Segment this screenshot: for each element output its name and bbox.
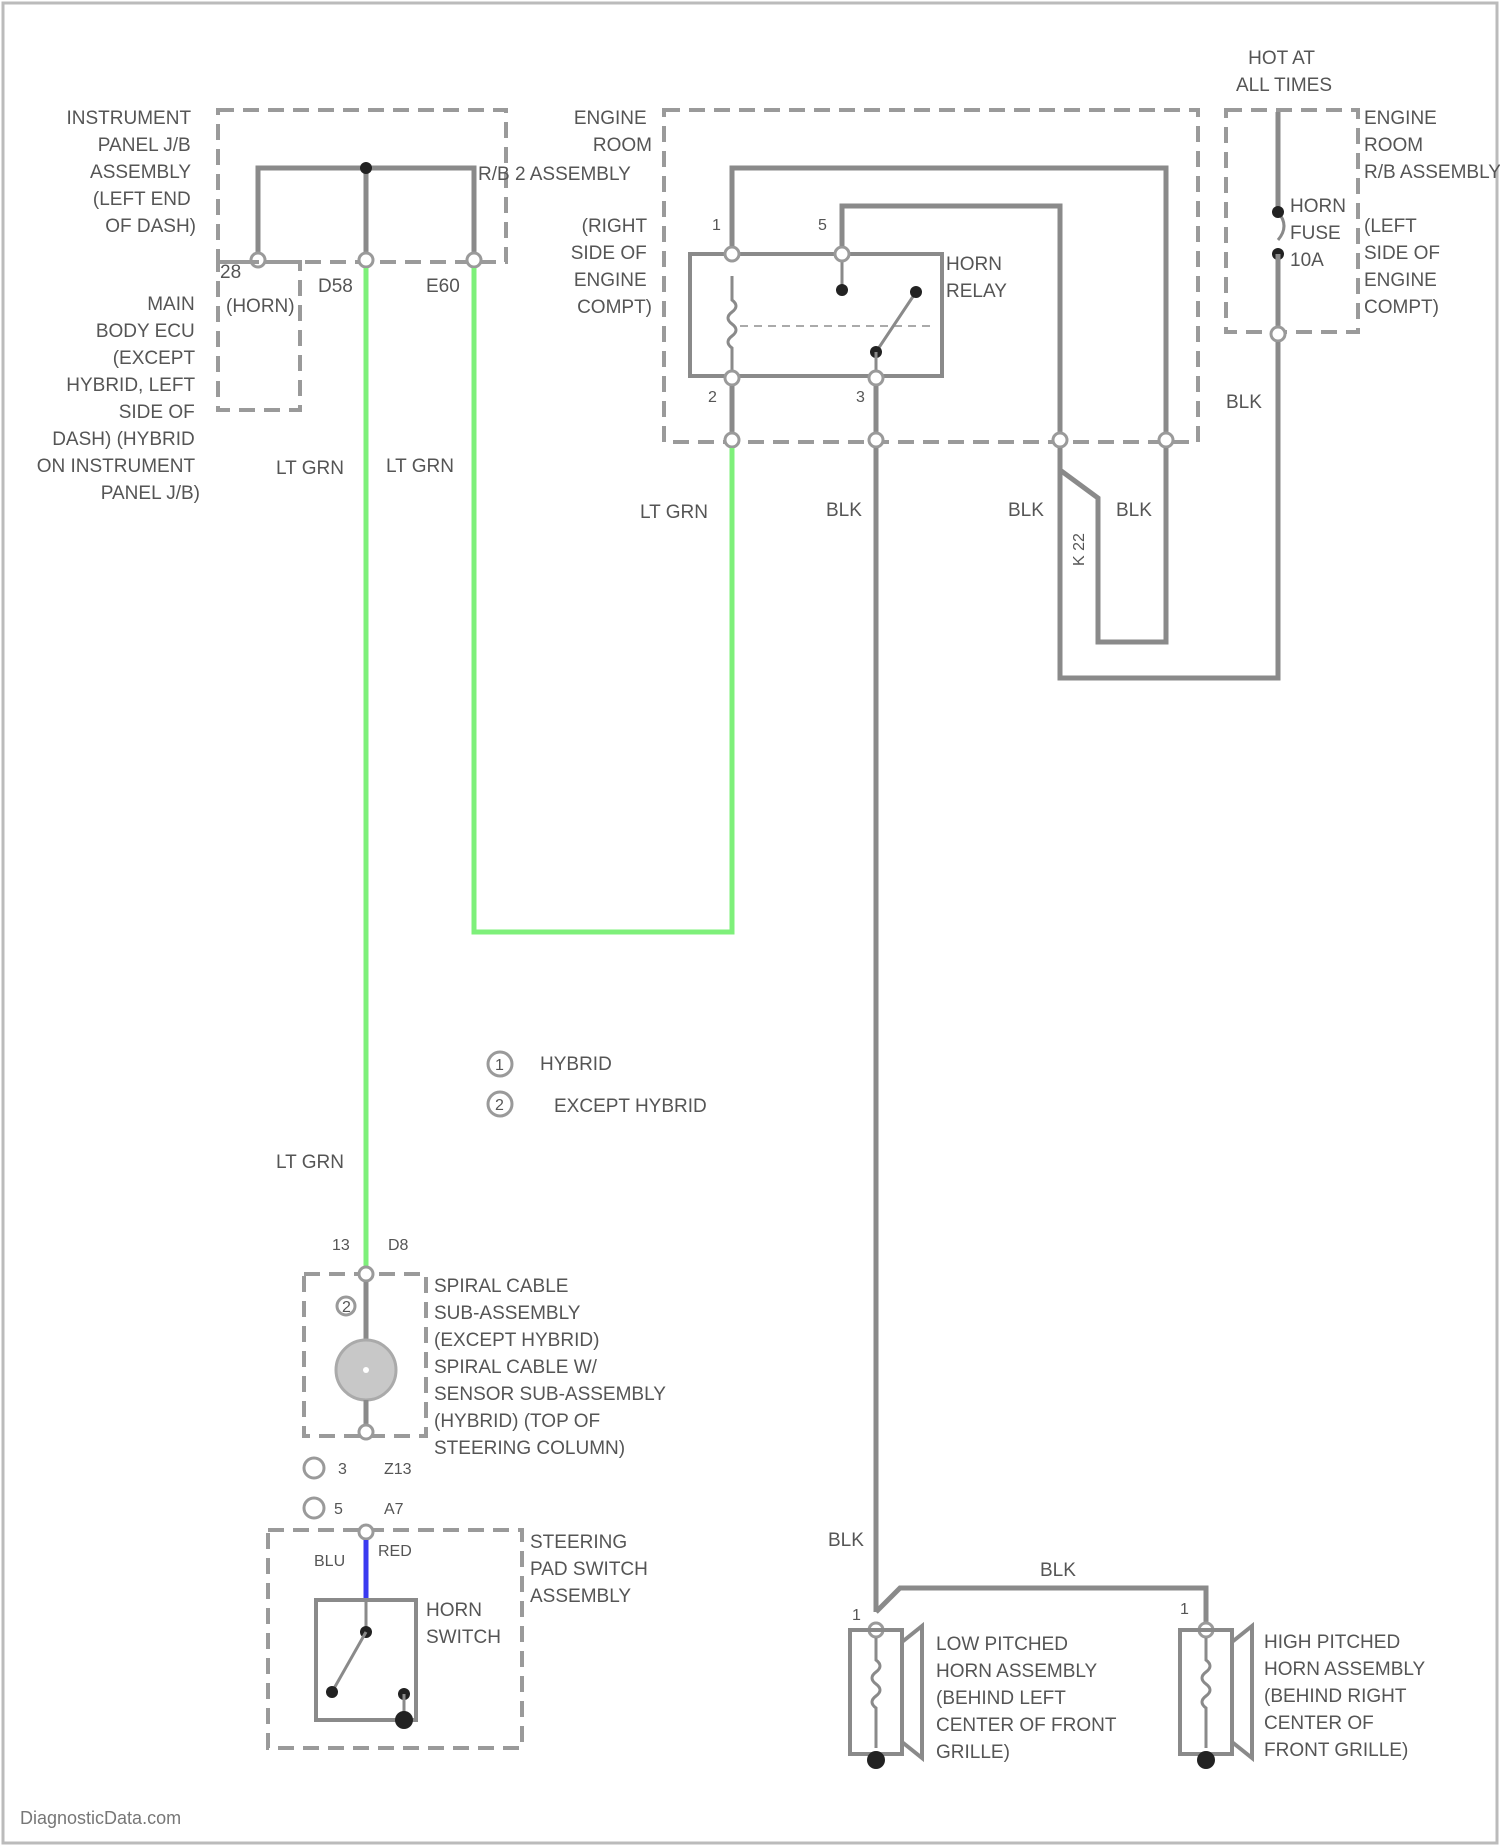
- main-body-ecu-label: MAIN BODY ECU (EXCEPT HYBRID, LEFT SIDE …: [37, 294, 200, 504]
- horn-switch-ground: [395, 1711, 413, 1729]
- low-horn-bell: [902, 1626, 922, 1758]
- main-body-ecu: (HORN) MAIN BODY ECU (EXCEPT HYBRID, LEF…: [37, 262, 300, 504]
- wire-label-blu: BLU: [314, 1553, 345, 1570]
- instrument-panel-jb: INSTRUMENT PANEL J/B ASSEMBLY (LEFT END …: [67, 108, 632, 297]
- spiral-pin-13: 13: [332, 1237, 350, 1254]
- horn-fuse-label: HORN FUSE 10A: [1290, 196, 1351, 271]
- relay-pin-1: 1: [712, 217, 721, 234]
- high-horn-pin: 1: [1180, 1601, 1189, 1618]
- wire-label-blk-2: BLK: [1008, 500, 1044, 521]
- relay-pin-3: 3: [856, 389, 865, 406]
- high-horn-ground: [1197, 1751, 1215, 1769]
- wire-label-blk-3: BLK: [1116, 500, 1152, 521]
- hot-at-all-times-label: HOT AT ALL TIMES: [1236, 48, 1332, 96]
- spiral-pin-d8: D8: [388, 1237, 409, 1254]
- low-pitched-horn-assembly: 1 LOW PITCHED HORN ASSEMBLY (BEHIND LEFT…: [850, 1607, 1121, 1769]
- legend-hybrid: HYBRID: [540, 1054, 612, 1075]
- relay-pin-2: 2: [708, 389, 717, 406]
- watermark: DiagnosticData.com: [20, 1808, 181, 1828]
- pad-pin-5: 5: [334, 1501, 343, 1518]
- wire-label-blk-4: BLK: [1226, 392, 1262, 413]
- wire-label-lt-grn-3: LT GRN: [640, 502, 708, 523]
- wire-lt-grn-e60: [474, 268, 732, 932]
- legend-mark-2: 2: [495, 1097, 504, 1114]
- engine-room-label: ENGINE ROOM: [574, 108, 652, 156]
- relay-coil: [728, 276, 736, 372]
- wire-label-red: RED: [378, 1543, 412, 1560]
- jb-pin-d58: D58: [318, 276, 353, 297]
- splice-label: K 22: [1071, 533, 1088, 566]
- low-horn-label: LOW PITCHED HORN ASSEMBLY (BEHIND LEFT C…: [936, 1634, 1121, 1763]
- instrument-panel-jb-label: INSTRUMENT PANEL J/B ASSEMBLY (LEFT END …: [67, 108, 197, 237]
- wire-label-blk-5: BLK: [828, 1530, 864, 1551]
- wire-label-blk-6: BLK: [1040, 1560, 1076, 1581]
- wire-label-blk-1: BLK: [826, 500, 862, 521]
- high-horn-label: HIGH PITCHED HORN ASSEMBLY (BEHIND RIGHT…: [1264, 1632, 1430, 1761]
- rb2-assembly-label: R/B 2 ASSEMBLY: [478, 164, 631, 185]
- wire-label-lt-grn-2: LT GRN: [386, 456, 454, 477]
- jb-pin-e60: E60: [426, 276, 460, 297]
- ecu-pin-label: 28: [220, 262, 241, 283]
- wire-label-lt-grn-1: LT GRN: [276, 458, 344, 479]
- legend-except-hybrid: EXCEPT HYBRID: [554, 1096, 707, 1117]
- engine-room-relay-box: ENGINE ROOM (RIGHT SIDE OF ENGINE COMPT)…: [571, 108, 1198, 447]
- steering-pad-switch-assembly: BLU RED HORN SWITCH STEERING PAD SWITCH …: [268, 1525, 653, 1748]
- horn-relay-label: HORN RELAY: [946, 254, 1007, 302]
- spiral-bot-pin-3: 3: [338, 1461, 347, 1478]
- legend-mark-1: 1: [495, 1057, 504, 1074]
- wire-blk-high-horn: [876, 1588, 1206, 1626]
- spiral-bot-pin-z13: Z13: [384, 1461, 412, 1478]
- relay-pin-5: 5: [818, 217, 827, 234]
- left-side-engine-label: (LEFT SIDE OF ENGINE COMPT): [1364, 216, 1445, 318]
- spiral-cable-assembly: 13 D8 2 SPIRAL CABLE SUB-ASSEMBLY (EXCEP…: [304, 1237, 671, 1518]
- main-body-ecu-inner: (HORN): [226, 296, 295, 317]
- low-horn-pin: 1: [852, 1607, 861, 1624]
- high-horn-bell: [1232, 1626, 1252, 1758]
- spiral-marker: 2: [342, 1299, 351, 1316]
- high-pitched-horn-assembly: 1 HIGH PITCHED HORN ASSEMBLY (BEHIND RIG…: [1180, 1601, 1430, 1769]
- steering-pad-label: STEERING PAD SWITCH ASSEMBLY: [530, 1532, 653, 1607]
- engine-room-rb-label: ENGINE ROOM R/B ASSEMBLY: [1364, 108, 1500, 183]
- legend: 1 HYBRID 2 EXCEPT HYBRID: [488, 1052, 707, 1117]
- pad-pin-a7: A7: [384, 1501, 404, 1518]
- spiral-cable-label: SPIRAL CABLE SUB-ASSEMBLY (EXCEPT HYBRID…: [434, 1276, 671, 1459]
- wire-label-lt-grn-4: LT GRN: [276, 1152, 344, 1173]
- horn-switch-label: HORN SWITCH: [426, 1600, 501, 1648]
- low-horn-ground: [867, 1751, 885, 1769]
- engine-room-rb-assembly: HOT AT ALL TIMES ENGINE ROOM R/B ASSEMBL…: [1226, 48, 1500, 341]
- right-side-engine-label: (RIGHT SIDE OF ENGINE COMPT): [571, 216, 652, 318]
